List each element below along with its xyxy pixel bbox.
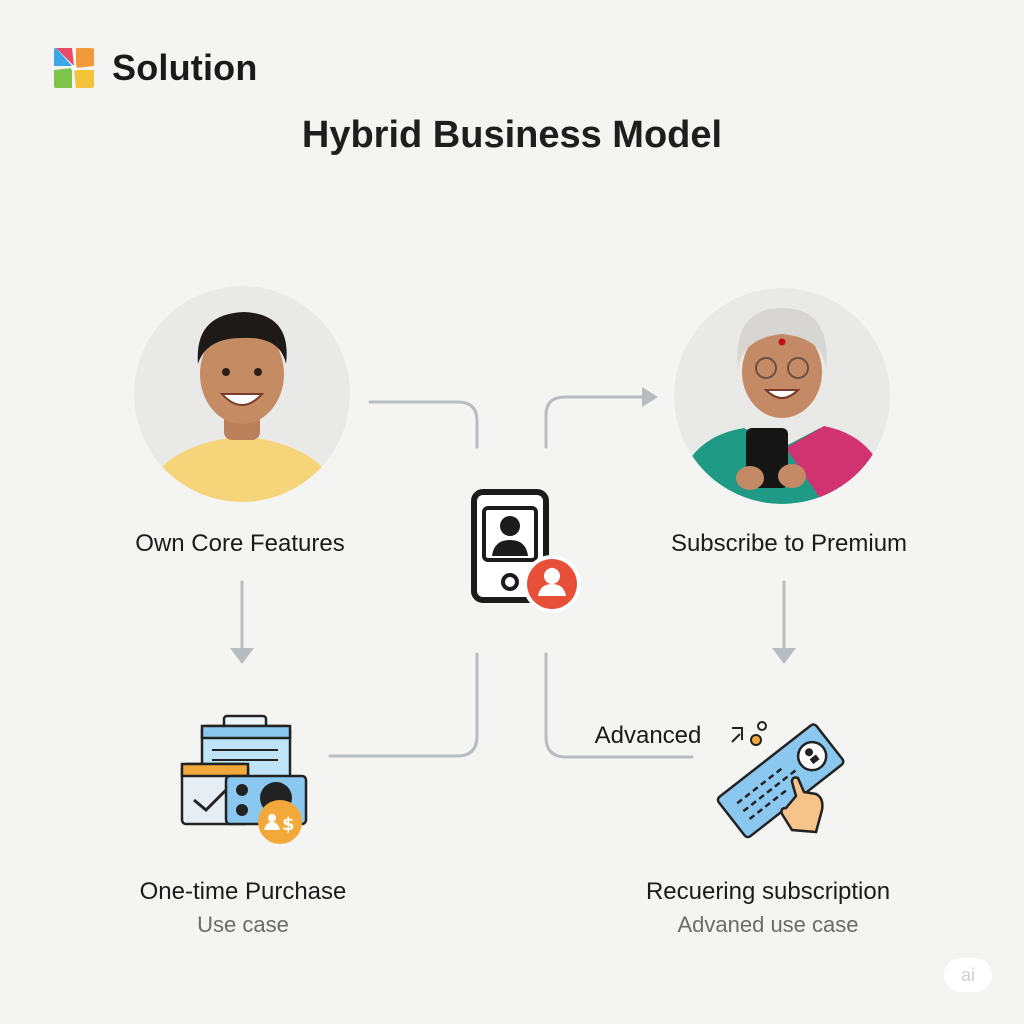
connector-right-bottom [544, 652, 694, 759]
arrow-right-down-head [772, 648, 796, 664]
recurring-subscription-label: Recuering subscription [645, 878, 891, 905]
svg-text:$: $ [282, 814, 295, 835]
right-persona-label: Subscribe to Premium [670, 530, 908, 557]
young-man-avatar [134, 286, 350, 502]
one-time-purchase-icon: $ [180, 714, 308, 844]
ai-badge: ai [944, 958, 992, 992]
connector-left-top [368, 400, 479, 449]
one-time-purchase-label: One-time Purchase [139, 878, 347, 905]
smartphone-user-icon [471, 489, 581, 613]
page-title: Hybrid Business Model [301, 114, 723, 156]
subscription-card-icon [716, 721, 845, 839]
advanced-connector-label: Advanced [594, 722, 702, 749]
user-badge-icon [523, 555, 581, 613]
pinwheel-logo-icon [54, 48, 94, 88]
arrow-left-down-head [230, 648, 254, 664]
arrow-right-head [642, 387, 658, 407]
connector-left-bottom [328, 652, 479, 758]
connector-right-top [544, 395, 644, 449]
brand-name: Solution [112, 47, 258, 88]
one-time-purchase-sublabel: Use case [197, 912, 289, 937]
recurring-subscription-sublabel: Advaned use case [677, 912, 859, 937]
left-persona-label: Own Core Features [135, 530, 345, 557]
senior-woman-avatar [674, 288, 890, 504]
brand: Solution [50, 44, 258, 92]
